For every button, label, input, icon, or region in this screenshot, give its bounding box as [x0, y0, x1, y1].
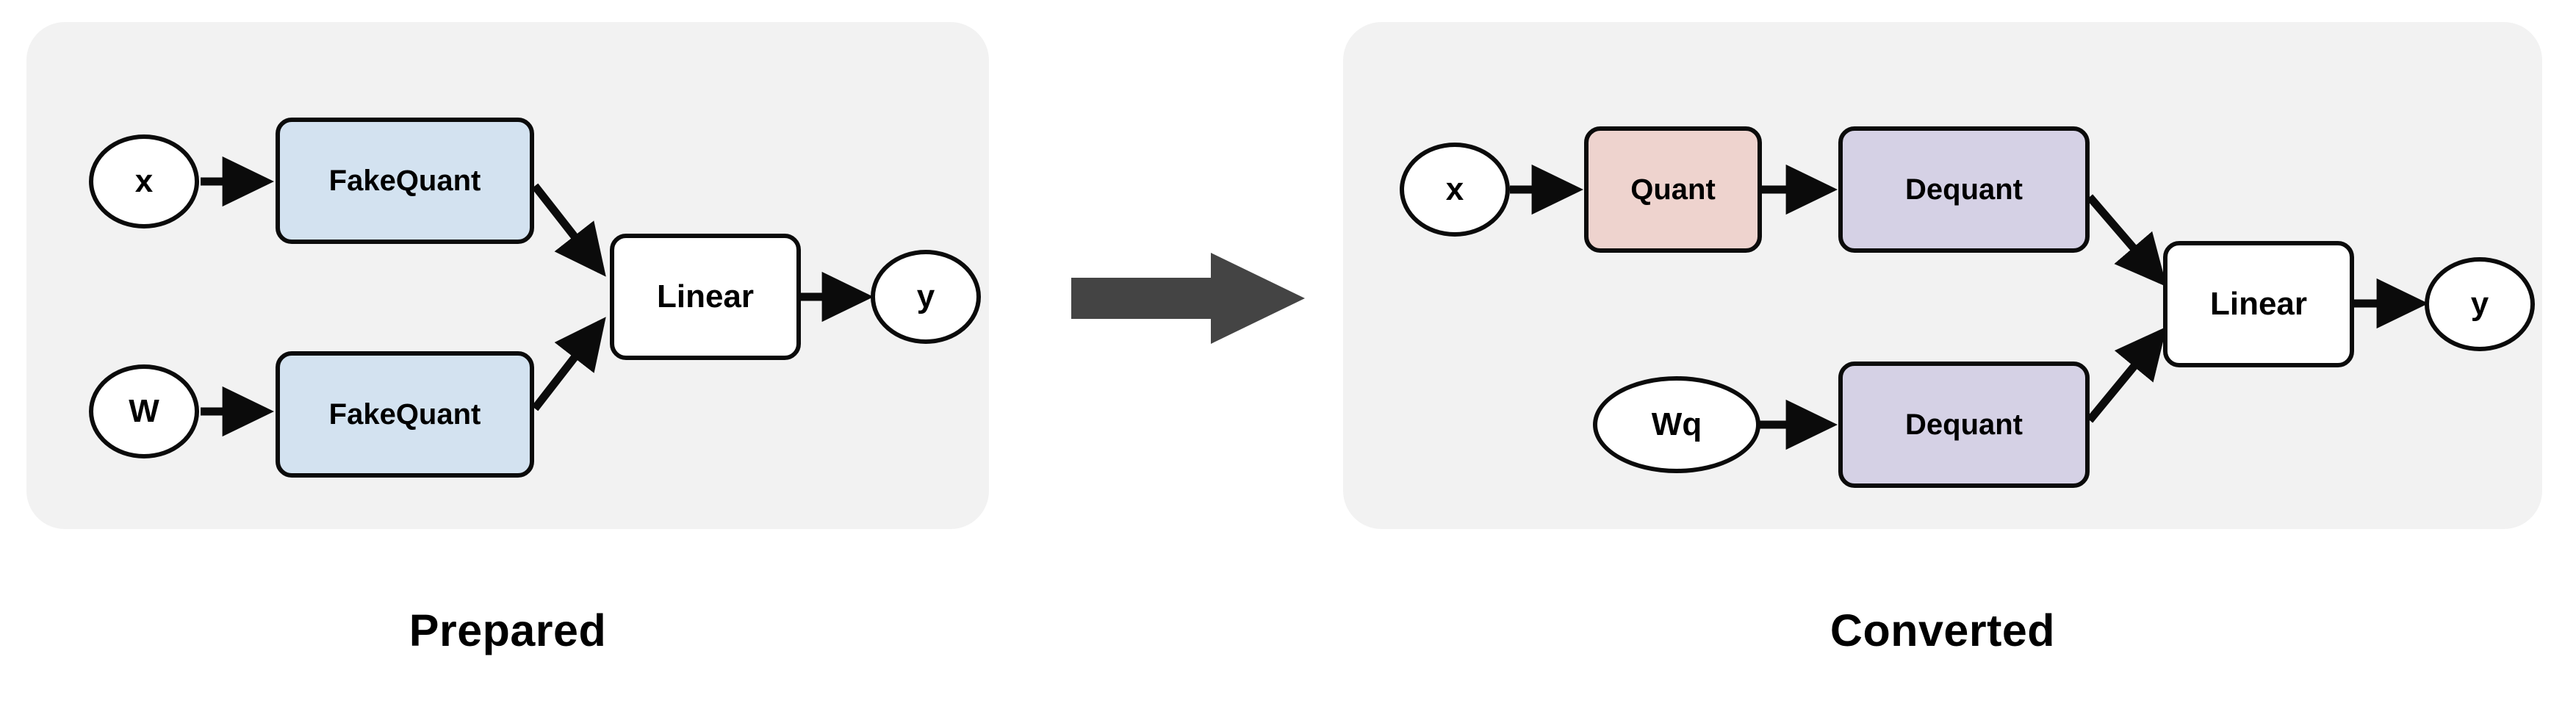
- node-converted-wq[interactable]: Wq: [1593, 376, 1760, 473]
- node-prepared-fakequant-2[interactable]: FakeQuant: [276, 351, 534, 478]
- node-label: Dequant: [1905, 409, 2023, 441]
- node-label: Wq: [1651, 406, 1702, 442]
- node-label: x: [1445, 171, 1464, 207]
- node-label: Linear: [2209, 286, 2308, 322]
- caption-converted: Converted: [1830, 605, 2056, 655]
- converts-to-arrow: [1071, 253, 1305, 344]
- node-converted-linear[interactable]: Linear: [2163, 241, 2354, 367]
- node-prepared-linear[interactable]: Linear: [610, 234, 801, 360]
- node-label: y: [2470, 286, 2489, 322]
- node-converted-quant[interactable]: Quant: [1584, 126, 1762, 253]
- node-converted-x[interactable]: x: [1400, 143, 1510, 237]
- node-converted-dequant-1[interactable]: Dequant: [1838, 126, 2090, 253]
- node-prepared-x[interactable]: x: [89, 134, 199, 229]
- node-label: Linear: [656, 278, 755, 314]
- node-converted-dequant-2[interactable]: Dequant: [1838, 362, 2090, 488]
- node-label: x: [134, 163, 154, 199]
- node-label: FakeQuant: [328, 165, 481, 197]
- node-label: Dequant: [1905, 173, 2023, 206]
- node-label: y: [916, 278, 935, 314]
- node-prepared-fakequant-1[interactable]: FakeQuant: [276, 118, 534, 244]
- node-label: W: [129, 393, 159, 429]
- node-label: FakeQuant: [328, 398, 481, 431]
- node-label: Quant: [1630, 173, 1716, 206]
- node-prepared-y[interactable]: y: [871, 250, 981, 344]
- caption-prepared: Prepared: [409, 605, 607, 655]
- node-converted-y[interactable]: y: [2425, 257, 2535, 351]
- node-prepared-w[interactable]: W: [89, 364, 199, 458]
